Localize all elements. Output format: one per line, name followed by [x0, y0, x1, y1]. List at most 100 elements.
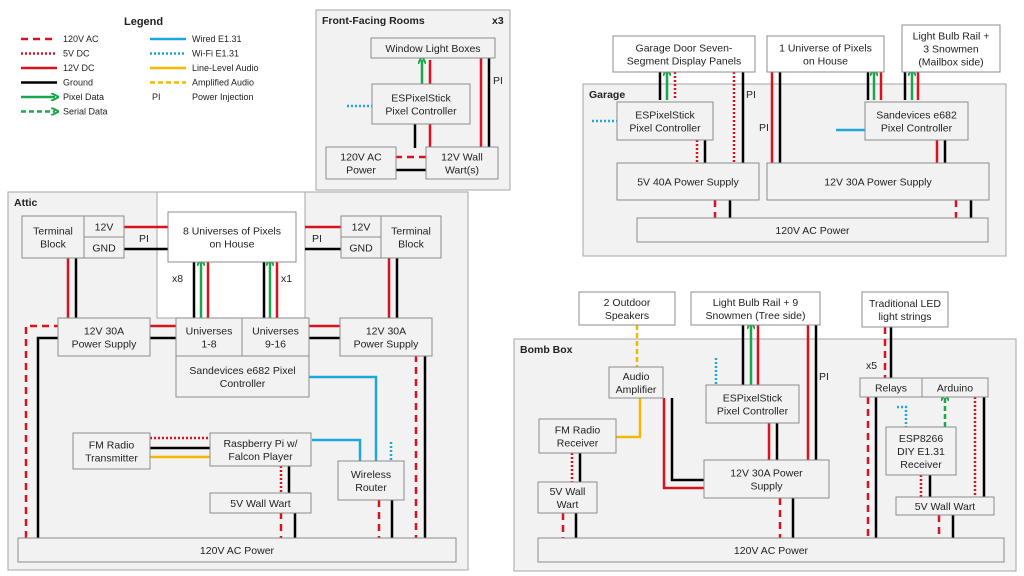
box-label-garage-e682: Pixel Controller: [881, 123, 953, 135]
line-level-audio-wire: [616, 398, 642, 439]
box-label-attic-universes-9-16: 9-16: [265, 339, 286, 351]
box-label-attic-pixels-house: 8 Universes of Pixels: [183, 226, 281, 238]
box-label-garage-1-universe: on House: [803, 56, 848, 68]
box-label-bomb-12v-ps: Supply: [750, 481, 783, 493]
box-attic-router: [337, 460, 405, 501]
power-injection-label: PI: [746, 89, 756, 101]
legend-symbol-pi: PI: [152, 92, 161, 102]
box-label-bomb-rail-snowmen: Snowmen (Tree side): [706, 310, 806, 322]
box-label-bomb-5v-wart-left: Wart: [557, 499, 579, 511]
box-label-garage-espixelstick: Pixel Controller: [629, 123, 701, 135]
group-title-attic: Attic: [14, 197, 37, 209]
legend-item-label: 120V AC: [63, 34, 99, 44]
box-attic-5v-wart: [209, 492, 312, 514]
box-attic-ps-left: [57, 317, 151, 357]
legend-item-label: Wi-Fi E1.31: [192, 49, 239, 59]
power-injection-label: PI: [759, 122, 769, 134]
box-label-attic-pixels-house: on House: [210, 239, 255, 251]
wifi-e131-wire: [897, 405, 908, 427]
box-bomb-5v-wart-right: [895, 496, 995, 516]
box-attic-pixels-house: [167, 211, 297, 263]
box-label-bomb-esp8266: DIY E1.31: [897, 446, 945, 458]
box-garage-12v-ps: [766, 162, 990, 201]
box-label-bomb-5v-wart-right: 5V Wall Wart: [915, 501, 976, 513]
power-injection-label: PI: [139, 233, 149, 245]
legend-item-label: 12V DC: [63, 63, 95, 73]
power-injection-label: PI: [819, 371, 829, 383]
box-label-bomb-esp8266: ESP8266: [899, 433, 944, 445]
wired-e131-wire: [312, 438, 362, 461]
box-front-espixelstick: [371, 83, 471, 125]
box-garage-e682: [864, 101, 969, 141]
box-attic-universes-1-8: [175, 317, 243, 357]
box-label-bomb-amplifier: Audio: [623, 371, 650, 383]
box-label-attic-tb-left-gnd: GND: [92, 243, 116, 255]
12v-wire: [662, 398, 704, 490]
box-label-bomb-ac-power: 120V AC Power: [734, 545, 809, 557]
box-label-garage-door-panels: Segment Display Panels: [627, 56, 741, 68]
ground-wire: [670, 398, 704, 482]
box-label-attic-rpi: Falcon Player: [228, 451, 293, 463]
wired-e131-wire: [309, 375, 378, 461]
box-garage-ac-power: [636, 217, 989, 243]
box-label-bomb-led-strings: light strings: [878, 311, 931, 323]
box-label-bomb-arduino: Arduino: [937, 383, 973, 395]
box-label-bomb-relays: Relays: [875, 383, 907, 395]
box-label-garage-rail-snowmen: 3 Snowmen: [923, 44, 979, 56]
box-label-attic-tb-left-12v: 12V: [95, 222, 114, 234]
legend-item-label: 5V DC: [63, 49, 90, 59]
box-label-attic-tb-left: Terminal: [33, 226, 73, 238]
box-label-front-ac-power: Power: [346, 165, 376, 177]
box-label-attic-ps-left: Power Supply: [72, 339, 138, 351]
box-attic-fm-tx: [72, 432, 151, 470]
box-attic-tb-left-gnd: [83, 236, 125, 259]
legend-item-label: Wired E1.31: [192, 34, 242, 44]
box-label-attic-universes-1-8: 1-8: [201, 339, 216, 351]
box-label-attic-router: Router: [355, 482, 387, 494]
box-bomb-amplifier: [608, 366, 664, 399]
box-label-garage-5v-ps: 5V 40A Power Supply: [637, 177, 739, 189]
box-bomb-rail-snowmen: [690, 291, 821, 326]
group-title-bomb: Bomb Box: [520, 344, 573, 356]
box-attic-ac-power: [17, 537, 457, 563]
legend-item-label: Line-Level Audio: [192, 63, 259, 73]
legend-item-label: Ground: [63, 78, 93, 88]
box-label-garage-rail-snowmen: Light Bulb Rail +: [913, 31, 990, 43]
box-label-bomb-espixelstick: ESPixelStick: [723, 393, 783, 405]
legend-item-label: Power Injection: [192, 92, 254, 102]
box-label-attic-router: Wireless: [351, 469, 391, 481]
box-window-light-boxes: [370, 37, 496, 59]
box-label-front-wall-wart: Wart(s): [445, 165, 479, 177]
multiplier-label-x5: x5: [866, 360, 877, 372]
box-label-bomb-rail-snowmen: Light Bulb Rail + 9: [713, 297, 799, 309]
legend-item-label: Amplified Audio: [192, 78, 254, 88]
legend-item-label: Serial Data: [63, 107, 108, 117]
box-label-attic-ac-power: 120V AC Power: [200, 545, 275, 557]
box-attic-tb-left: [21, 215, 85, 259]
box-label-bomb-fm-rx: FM Radio: [555, 425, 601, 437]
box-front-wall-wart: [425, 146, 499, 180]
box-front-ac-power: [325, 146, 397, 180]
box-label-garage-e682: Sandevices e682: [876, 110, 957, 122]
box-garage-rail-snowmen: [901, 24, 1001, 73]
group-title-front: Front-Facing Rooms: [322, 15, 425, 27]
box-label-attic-5v-wart: 5V Wall Wart: [230, 498, 291, 510]
box-label-attic-ps-right: 12V 30A: [366, 326, 406, 338]
ground-wire: [36, 336, 58, 538]
box-label-attic-e682: Sandevices e682 Pixel: [189, 365, 295, 377]
box-garage-door-panels: [612, 35, 756, 73]
box-label-attic-ps-left: 12V 30A: [84, 326, 124, 338]
box-bomb-ac-power: [537, 537, 1005, 563]
box-label-garage-door-panels: Garage Door Seven-: [636, 43, 733, 55]
box-label-bomb-amplifier: Amplifier: [616, 384, 657, 396]
box-label-front-wall-wart: 12V Wall: [441, 152, 483, 164]
box-label-bomb-speakers: 2 Outdoor: [604, 297, 651, 309]
box-bomb-5v-wart-left: [537, 481, 598, 514]
box-attic-e682: [175, 355, 310, 398]
box-label-attic-ps-right: Power Supply: [354, 339, 420, 351]
box-label-attic-rpi: Raspberry Pi w/: [223, 438, 297, 450]
box-attic-tb-right: [380, 215, 442, 259]
box-garage-espixelstick: [616, 101, 714, 141]
box-label-attic-e682: Controller: [220, 378, 266, 390]
